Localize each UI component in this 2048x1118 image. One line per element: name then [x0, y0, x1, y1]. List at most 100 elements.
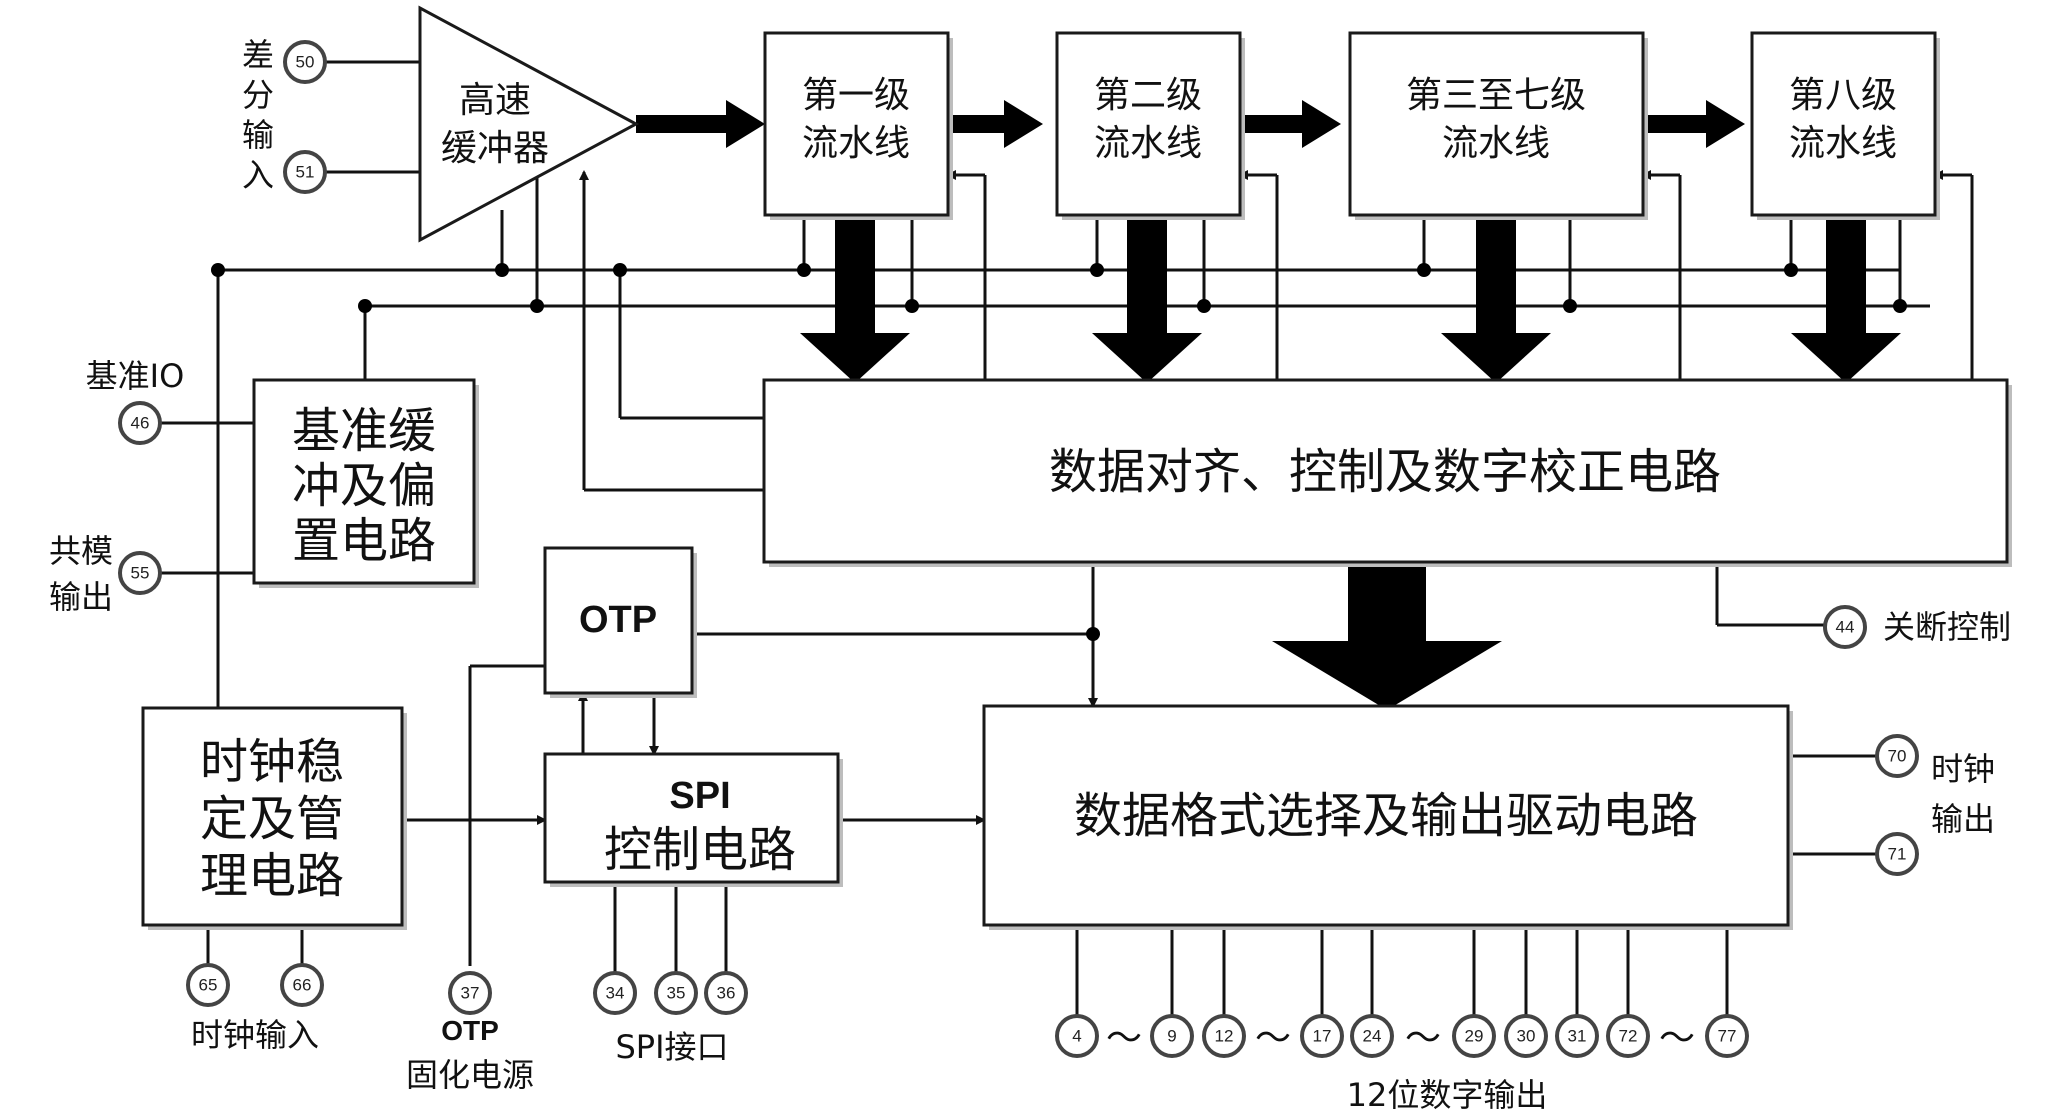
svg-text:66: 66: [293, 976, 312, 995]
pin-77: 77: [1705, 1014, 1749, 1058]
svg-text:定及管: 定及管: [200, 791, 344, 847]
junction-dots: [211, 263, 1907, 641]
svg-text:第三至七级: 第三至七级: [1406, 75, 1586, 116]
pipeline-stage-2: 第二级 流水线: [1055, 31, 1245, 220]
svg-text:55: 55: [131, 564, 150, 583]
svg-text:～: ～: [1106, 1018, 1142, 1059]
pins: 50 51 46 55 44 70 71 65 66 37 34 35 36 4…: [118, 40, 1919, 1058]
svg-text:29: 29: [1465, 1027, 1484, 1046]
svg-text:～: ～: [1659, 1018, 1695, 1059]
pin-55: 55: [118, 551, 162, 595]
svg-text:第一级: 第一级: [802, 75, 910, 116]
svg-text:4: 4: [1072, 1027, 1081, 1046]
pin-9: 9: [1150, 1014, 1194, 1058]
label-otp-power: OTP 固化电源: [406, 1015, 534, 1094]
svg-text:OTP: OTP: [441, 1015, 499, 1046]
otp-block: OTP: [543, 546, 697, 698]
svg-text:～: ～: [1405, 1018, 1441, 1059]
svg-text:控制电路: 控制电路: [604, 822, 796, 878]
pipeline-stage-1: 第一级 流水线: [763, 31, 953, 220]
svg-text:流水线: 流水线: [1789, 123, 1897, 164]
svg-text:入: 入: [242, 156, 274, 194]
svg-text:流水线: 流水线: [1442, 123, 1550, 164]
pin-range-tildes: ～ ～ ～ ～: [1106, 1018, 1695, 1059]
svg-text:输: 输: [242, 116, 274, 154]
svg-text:数据格式选择及输出驱动电路: 数据格式选择及输出驱动电路: [1074, 788, 1698, 844]
pin-66: 66: [280, 963, 324, 1007]
svg-text:缓冲器: 缓冲器: [441, 128, 549, 169]
svg-text:24: 24: [1363, 1027, 1382, 1046]
pin-37: 37: [448, 971, 492, 1015]
pin-72: 72: [1606, 1014, 1650, 1058]
svg-text:SPI: SPI: [669, 775, 730, 817]
pipeline-stage-3-7: 第三至七级 流水线: [1348, 31, 1648, 220]
svg-text:时钟: 时钟: [1931, 750, 1995, 788]
svg-text:34: 34: [606, 984, 625, 1003]
svg-text:共模: 共模: [49, 532, 113, 570]
svg-text:35: 35: [667, 984, 686, 1003]
pin-30: 30: [1504, 1014, 1548, 1058]
label-clock-input: 时钟输入: [191, 1016, 319, 1054]
svg-text:基准缓: 基准缓: [292, 403, 436, 459]
svg-text:分: 分: [242, 76, 274, 114]
label-common-mode-output: 共模 输出: [49, 532, 113, 616]
svg-text:输出: 输出: [49, 578, 113, 616]
svg-text:理电路: 理电路: [200, 848, 344, 904]
label-ref-io: 基准IO: [86, 357, 185, 395]
svg-text:77: 77: [1718, 1027, 1737, 1046]
svg-text:置电路: 置电路: [292, 513, 436, 569]
svg-text:50: 50: [296, 53, 315, 72]
pin-51: 51: [283, 150, 327, 194]
svg-text:9: 9: [1167, 1027, 1176, 1046]
pin-36: 36: [704, 971, 748, 1015]
pin-34: 34: [593, 971, 637, 1015]
svg-text:71: 71: [1888, 845, 1907, 864]
pin-65: 65: [186, 963, 230, 1007]
pin-4: 4: [1055, 1014, 1099, 1058]
svg-text:36: 36: [717, 984, 736, 1003]
svg-text:37: 37: [461, 984, 480, 1003]
svg-text:～: ～: [1255, 1018, 1291, 1059]
output-driver-block: 数据格式选择及输出驱动电路: [982, 704, 1793, 930]
svg-text:31: 31: [1568, 1027, 1587, 1046]
pin-44: 44: [1823, 605, 1867, 649]
svg-text:冲及偏: 冲及偏: [292, 458, 436, 514]
pin-46: 46: [118, 401, 162, 445]
svg-text:流水线: 流水线: [802, 123, 910, 164]
reference-bias-block: 基准缓 冲及偏 置电路: [252, 378, 479, 588]
svg-text:51: 51: [296, 163, 315, 182]
pin-70: 70: [1875, 734, 1919, 778]
data-bus-arrows: [636, 100, 1901, 710]
svg-text:OTP: OTP: [579, 599, 657, 641]
label-spi-interface: SPI接口: [615, 1028, 728, 1066]
svg-text:固化电源: 固化电源: [406, 1056, 534, 1094]
svg-text:高速: 高速: [459, 80, 531, 121]
svg-text:流水线: 流水线: [1094, 123, 1202, 164]
svg-text:输出: 输出: [1931, 800, 1995, 838]
data-alignment-correction-block: 数据对齐、控制及数字校正电路: [762, 378, 2012, 567]
pin-17: 17: [1300, 1014, 1344, 1058]
svg-text:第二级: 第二级: [1094, 75, 1202, 116]
spi-control-block: SPI 控制电路: [543, 752, 843, 887]
pin-12: 12: [1202, 1014, 1246, 1058]
svg-text:70: 70: [1888, 747, 1907, 766]
pin-35: 35: [654, 971, 698, 1015]
label-differential-input: 差 分 输 入: [242, 36, 274, 194]
clock-management-block: 时钟稳 定及管 理电路: [141, 706, 407, 930]
svg-text:65: 65: [199, 976, 218, 995]
label-12bit-digital-output: 12位数字输出: [1347, 1076, 1548, 1114]
pin-50: 50: [283, 40, 327, 84]
pin-31: 31: [1555, 1014, 1599, 1058]
pin-29: 29: [1452, 1014, 1496, 1058]
high-speed-buffer: 高速 缓冲器: [418, 5, 640, 243]
svg-text:17: 17: [1313, 1027, 1332, 1046]
pipeline-stage-8: 第八级 流水线: [1750, 31, 1940, 220]
svg-text:差: 差: [242, 36, 274, 74]
svg-text:时钟稳: 时钟稳: [200, 734, 344, 790]
svg-text:12: 12: [1215, 1027, 1234, 1046]
label-clock-output: 时钟 输出: [1931, 750, 1995, 838]
pin-24: 24: [1350, 1014, 1394, 1058]
svg-text:46: 46: [131, 414, 150, 433]
svg-text:第八级: 第八级: [1789, 75, 1897, 116]
svg-text:44: 44: [1836, 618, 1855, 637]
